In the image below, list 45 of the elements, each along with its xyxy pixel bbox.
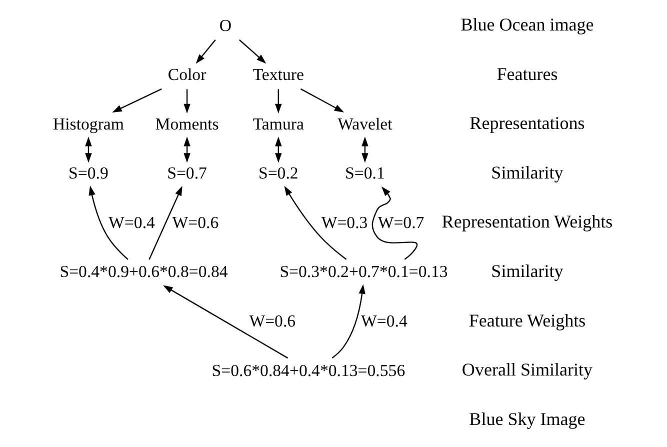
node-text: S=0.7 [166, 164, 206, 183]
node-text: Color [167, 65, 206, 84]
edge-label: W=0.4 [360, 312, 407, 331]
node-text: S=0.6*0.84+0.4*0.13=0.556 [211, 360, 405, 380]
node-text: Texture [252, 65, 304, 84]
arrow [183, 136, 190, 163]
edge-label: W=0.6 [248, 312, 296, 331]
node-text: Moments [154, 114, 218, 134]
edge-label: W=0.4 [108, 212, 154, 232]
label: Blue Sky Image [468, 408, 585, 429]
label: Representation Weights [441, 212, 612, 232]
node-text: S=0.3*0.2+0.7*0.1=0.13 [279, 262, 448, 282]
label: Overall Similarity [461, 360, 592, 380]
node-text: Tamura [252, 114, 304, 134]
node-text: O [218, 16, 232, 35]
edge-label: W=0.7 [377, 212, 424, 232]
label: Features [496, 64, 558, 84]
arrow [238, 39, 266, 64]
node-text: Histogram [52, 114, 124, 134]
label: Similarity [490, 162, 563, 182]
arrow [274, 136, 282, 163]
node-text: S=0.1 [344, 164, 384, 183]
node-text: S=0.4*0.9+0.6*0.8=0.84 [59, 262, 228, 282]
node-text: S=0.9 [68, 164, 108, 183]
arrow [183, 89, 190, 114]
arrow [300, 88, 344, 112]
arrow [88, 186, 128, 260]
arrow [162, 285, 288, 359]
label: Feature Weights [468, 310, 586, 330]
arrow [148, 186, 182, 260]
edge-label: W=0.3 [320, 212, 368, 232]
arrow [284, 186, 346, 260]
arrow [371, 186, 417, 260]
arrow [361, 136, 368, 163]
arrow [84, 136, 92, 163]
arrow [274, 89, 282, 114]
arrow [112, 88, 162, 112]
label: Similarity [490, 260, 563, 281]
label: Blue Ocean image [460, 14, 594, 35]
arrow [195, 40, 216, 64]
node-text: S=0.2 [258, 164, 298, 183]
label: Representations [469, 113, 584, 134]
node-text: Wavelet [337, 114, 392, 134]
edge-label: W=0.6 [172, 212, 218, 232]
arrow [331, 284, 365, 358]
